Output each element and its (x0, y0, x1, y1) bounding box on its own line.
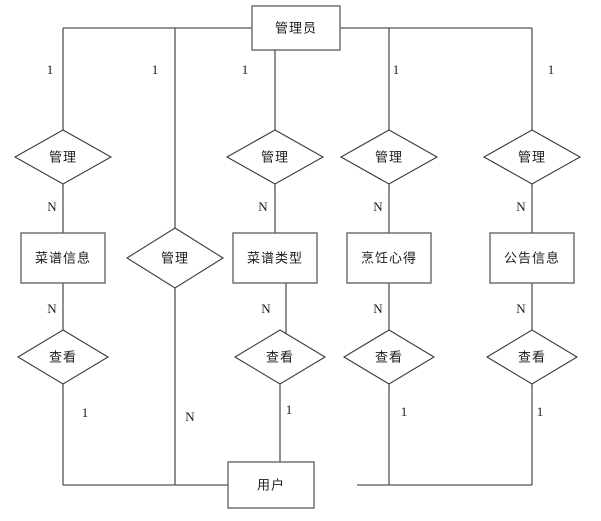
entity-recipe-info-label: 菜谱信息 (35, 250, 91, 265)
relationship-manage-cooking-tip-label: 管理 (375, 149, 403, 164)
relationship-view-recipe-info[interactable]: 查看 (16, 329, 110, 385)
entities-layer: 管理员 菜谱信息 菜谱类型 烹饪心得 公告信息 用户 (20, 5, 575, 509)
entity-notice-info-label: 公告信息 (504, 250, 560, 265)
relationship-view-cooking-tip[interactable]: 查看 (342, 329, 436, 385)
relationship-manage-recipe-type-diamond[interactable] (225, 129, 325, 185)
cardinality-label: N (373, 199, 383, 214)
relationships-layer: 管理 管理 管理 管理 管理 查看 查看 查看 (13, 129, 582, 385)
relationship-view-notice[interactable]: 查看 (485, 329, 579, 385)
cardinality-label: N (47, 301, 57, 316)
relationship-manage-recipe-type[interactable]: 管理 (225, 129, 325, 185)
relationship-manage-user-label: 管理 (161, 250, 189, 265)
relationship-manage-user[interactable]: 管理 (125, 227, 225, 289)
cardinality-label: 1 (393, 62, 400, 77)
cardinality-label: 1 (401, 404, 408, 419)
relationship-manage-notice-diamond[interactable] (482, 129, 582, 185)
relationship-manage-recipe-type-label: 管理 (261, 149, 289, 164)
entity-admin-box[interactable] (251, 5, 341, 51)
entity-notice-info-box[interactable] (489, 232, 575, 284)
relationship-view-recipe-type-diamond[interactable] (233, 329, 327, 385)
cardinality-label: N (185, 409, 195, 424)
cardinality-labels-layer: 1 1 1 1 1 N N N N N N N N 1 N 1 1 1 (47, 62, 555, 424)
relationship-view-recipe-type[interactable]: 查看 (233, 329, 327, 385)
relationship-manage-user-diamond[interactable] (125, 227, 225, 289)
cardinality-label: 1 (47, 62, 54, 77)
cardinality-label: 1 (82, 405, 89, 420)
entity-user[interactable]: 用户 (227, 461, 315, 509)
relationship-manage-recipe-info-diamond[interactable] (13, 129, 113, 185)
relationship-view-recipe-type-label: 查看 (266, 349, 294, 364)
entity-notice-info[interactable]: 公告信息 (489, 232, 575, 284)
entity-cooking-tip-box[interactable] (346, 232, 432, 284)
entity-recipe-type[interactable]: 菜谱类型 (232, 232, 318, 284)
entity-admin[interactable]: 管理员 (251, 5, 341, 51)
cardinality-label: 1 (152, 62, 159, 77)
cardinality-label: 1 (548, 62, 555, 77)
relationship-view-notice-label: 查看 (518, 349, 546, 364)
relationship-manage-cooking-tip[interactable]: 管理 (339, 129, 439, 185)
cardinality-label: 1 (537, 404, 544, 419)
entity-recipe-info-box[interactable] (20, 232, 106, 284)
cardinality-label: N (373, 301, 383, 316)
entity-recipe-info[interactable]: 菜谱信息 (20, 232, 106, 284)
relationship-manage-recipe-info-label: 管理 (49, 149, 77, 164)
relationship-view-recipe-info-label: 查看 (49, 349, 77, 364)
entity-recipe-type-label: 菜谱类型 (247, 250, 303, 265)
cardinality-label: 1 (286, 402, 293, 417)
entity-recipe-type-box[interactable] (232, 232, 318, 284)
entity-user-box[interactable] (227, 461, 315, 509)
relationship-manage-notice[interactable]: 管理 (482, 129, 582, 185)
cardinality-label: N (516, 301, 526, 316)
relationship-view-recipe-info-diamond[interactable] (16, 329, 110, 385)
relationship-view-cooking-tip-label: 查看 (375, 349, 403, 364)
cardinality-label: N (516, 199, 526, 214)
cardinality-label: N (261, 301, 271, 316)
cardinality-label: N (258, 199, 268, 214)
entity-cooking-tip[interactable]: 烹饪心得 (346, 232, 432, 284)
entity-admin-label: 管理员 (275, 20, 317, 35)
cardinality-label: N (47, 199, 57, 214)
relationship-manage-cooking-tip-diamond[interactable] (339, 129, 439, 185)
relationship-view-cooking-tip-diamond[interactable] (342, 329, 436, 385)
relationship-manage-recipe-info[interactable]: 管理 (13, 129, 113, 185)
cardinality-label: 1 (242, 62, 249, 77)
entity-user-label: 用户 (257, 477, 285, 492)
relationship-view-notice-diamond[interactable] (485, 329, 579, 385)
relationship-manage-notice-label: 管理 (518, 149, 546, 164)
entity-cooking-tip-label: 烹饪心得 (361, 250, 417, 265)
